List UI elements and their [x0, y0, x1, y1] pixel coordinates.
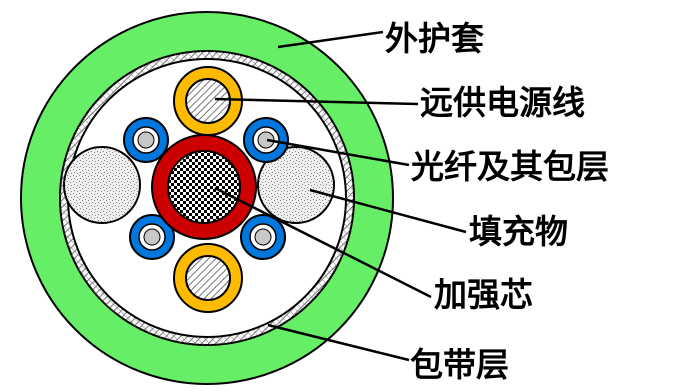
leader-strength-core [214, 186, 432, 299]
leader-outer-jacket [277, 30, 384, 49]
power-line-top [173, 66, 243, 136]
leader-filler [309, 188, 467, 234]
fiber-top-left [123, 117, 169, 163]
leader-wrapping-tape [267, 323, 410, 362]
fiber-bottom-left [129, 214, 175, 260]
strength-core [151, 134, 257, 240]
label-fiber-and-coating: 光纤及其包层 [411, 147, 609, 186]
fiber-top-right [243, 117, 289, 163]
filler-left [63, 146, 141, 224]
leader-power-line [214, 97, 419, 106]
fiber-bottom-right [240, 214, 286, 260]
leader-fiber [266, 138, 410, 167]
label-outer-jacket: 外护套 [385, 19, 484, 58]
label-power-line: 远供电源线 [420, 83, 585, 122]
leader-lines [214, 30, 467, 362]
power-line-bottom [173, 243, 243, 313]
label-filler: 填充物 [469, 212, 568, 251]
label-strength-core: 加强芯 [434, 275, 533, 314]
label-wrapping-tape: 包带层 [410, 345, 509, 384]
filler-right [257, 146, 335, 224]
